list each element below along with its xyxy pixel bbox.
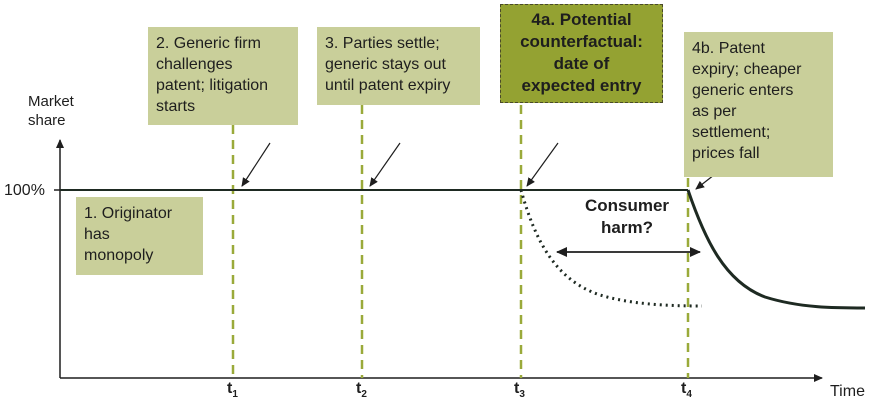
expiry-line4: as per xyxy=(692,103,737,120)
counterfactual-line4: expected entry xyxy=(521,76,642,95)
originator-line2: has xyxy=(84,226,110,243)
pointer-arrow-t1 xyxy=(241,142,271,187)
time-label-t4: t4 xyxy=(681,380,692,400)
challenge-line3: patent; litigation xyxy=(156,77,269,94)
time-label-t2: t2 xyxy=(356,380,367,400)
counterfactual-line1: 4a. Potential xyxy=(531,10,632,29)
time-label-t3-sub: 3 xyxy=(519,389,525,401)
expiry-line3: generic enters xyxy=(692,82,794,99)
pointer-arrow-t4 xyxy=(695,174,715,190)
pointer-arrow-t3 xyxy=(526,142,559,187)
time-label-t4-base: t xyxy=(681,380,687,397)
parties-settle-box: 3. Parties settle; generic stays out unt… xyxy=(317,27,480,105)
time-label-t1-sub: 1 xyxy=(232,389,238,401)
y-tick-100-label: 100% xyxy=(4,182,45,199)
settle-line1: 3. Parties settle; xyxy=(325,35,440,52)
patent-expiry-box: 4b. Patent expiry; cheaper generic enter… xyxy=(684,32,833,177)
expiry-line1: 4b. Patent xyxy=(692,40,765,57)
expiry-line2: expiry; cheaper xyxy=(692,61,802,78)
time-label-t1: t1 xyxy=(227,380,238,400)
counterfactual-line2: counterfactual: xyxy=(520,32,643,51)
actual-decline-curve xyxy=(686,189,866,310)
consumer-harm-label: Consumer harm? xyxy=(572,195,682,239)
time-label-t3-base: t xyxy=(514,380,520,397)
counterfactual-entry-box: 4a. Potential counterfactual: date of ex… xyxy=(500,4,663,103)
originator-monopoly-box: 1. Originator has monopoly xyxy=(76,197,203,275)
time-label-t1-base: t xyxy=(227,380,233,397)
y-axis-label: Market share xyxy=(28,92,74,130)
challenge-line2: challenges xyxy=(156,56,233,73)
y-axis-label-line1: Market xyxy=(28,93,74,110)
counterfactual-decline-curve xyxy=(519,189,703,308)
time-label-t4-sub: 4 xyxy=(686,389,692,401)
originator-line3: monopoly xyxy=(84,247,154,264)
counterfactual-line3: date of xyxy=(553,54,610,73)
consumer-harm-line2: harm? xyxy=(601,218,653,237)
originator-line1: 1. Originator xyxy=(84,205,173,222)
pointer-arrow-t2 xyxy=(369,142,401,187)
y-axis-label-line2: share xyxy=(28,112,66,129)
generic-challenge-box: 2. Generic firm challenges patent; litig… xyxy=(148,27,298,125)
challenge-line1: 2. Generic firm xyxy=(156,35,261,52)
time-label-t2-sub: 2 xyxy=(361,389,367,401)
settle-line3: until patent expiry xyxy=(325,77,451,94)
time-label-t2-base: t xyxy=(356,380,362,397)
consumer-harm-line1: Consumer xyxy=(584,196,670,215)
x-axis-label: Time xyxy=(830,383,865,400)
expiry-line6: prices fall xyxy=(692,145,760,162)
settle-line2: generic stays out xyxy=(325,56,446,73)
time-label-t3: t3 xyxy=(514,380,525,400)
challenge-line4: starts xyxy=(156,98,196,115)
expiry-line5: settlement; xyxy=(692,124,771,141)
